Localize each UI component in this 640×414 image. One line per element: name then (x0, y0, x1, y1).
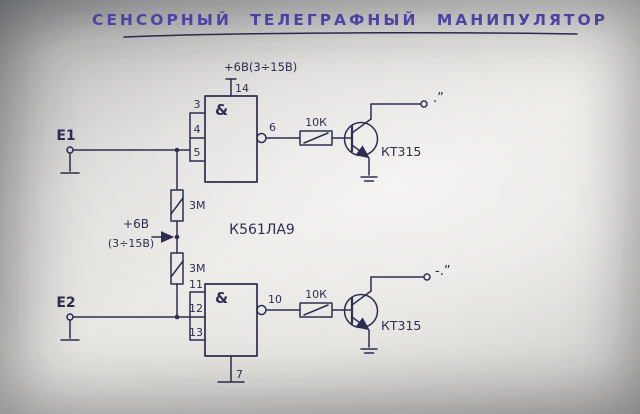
resistor-r4-label: 10К (305, 288, 327, 301)
gate1-pin5-number: 5 (194, 146, 201, 159)
resistor-r1-label: 3М (189, 199, 206, 212)
q1-collector (351, 118, 372, 134)
bias-range-label: (3÷15В) (108, 237, 154, 250)
output1-terminal (420, 100, 428, 108)
resistor-r2-label: 3М (189, 262, 206, 275)
q1-emitter (351, 144, 370, 159)
gate1-pin3-number: 3 (194, 98, 201, 111)
input-e2-label: Е2 (56, 295, 75, 311)
resistor-r1-slash (170, 197, 184, 215)
gate2-box (204, 283, 258, 357)
resistor-r3-slash (303, 132, 329, 144)
transistor-q2-body (343, 293, 379, 329)
q2-collector (351, 290, 372, 306)
transistor-q1-label: КТ315 (381, 144, 421, 159)
gate1-box (204, 95, 258, 183)
bias-voltage-label: +6В (123, 217, 149, 231)
e1-terminal (66, 146, 74, 154)
junction-bias (174, 234, 180, 240)
gate2-pin13-number: 13 (189, 326, 203, 339)
q2-emitter (351, 316, 370, 331)
gate1-inversion-bubble (256, 132, 267, 144)
supply-pin-number: 14 (235, 82, 249, 95)
output2-terminal (423, 273, 431, 281)
chip-name-label: К561ЛА9 (229, 222, 295, 238)
output1-mark: .” (433, 91, 444, 106)
transistor-q2-label: КТ315 (381, 318, 421, 333)
title-underline (123, 32, 578, 38)
supply-voltage-label: +6В(3÷15В) (224, 60, 297, 74)
gate2-and-symbol: & (215, 289, 228, 307)
gate2-out-pin-number: 10 (268, 293, 282, 306)
gate2-pin11-number: 11 (189, 278, 203, 291)
output2-mark: -.” (435, 264, 451, 279)
transistor-q1-body (343, 121, 379, 157)
gate1-out-pin-number: 6 (269, 121, 276, 134)
gate1-and-symbol: & (215, 101, 228, 119)
e2-terminal (66, 313, 74, 321)
resistor-r4-slash (303, 304, 329, 316)
resistor-r3-label: 10К (305, 116, 327, 129)
schematic-title: СЕНСОРНЫЙ ТЕЛЕГРАФНЫЙ МАНИПУЛЯТОР (92, 10, 608, 29)
resistor-r2-slash (170, 260, 184, 278)
gate2-inversion-bubble (256, 304, 267, 316)
ground-pin-number: 7 (236, 368, 243, 381)
input-e1-label: Е1 (56, 128, 75, 144)
gate2-pin12-number: 12 (189, 302, 203, 315)
gate1-pin4-number: 4 (194, 123, 201, 136)
